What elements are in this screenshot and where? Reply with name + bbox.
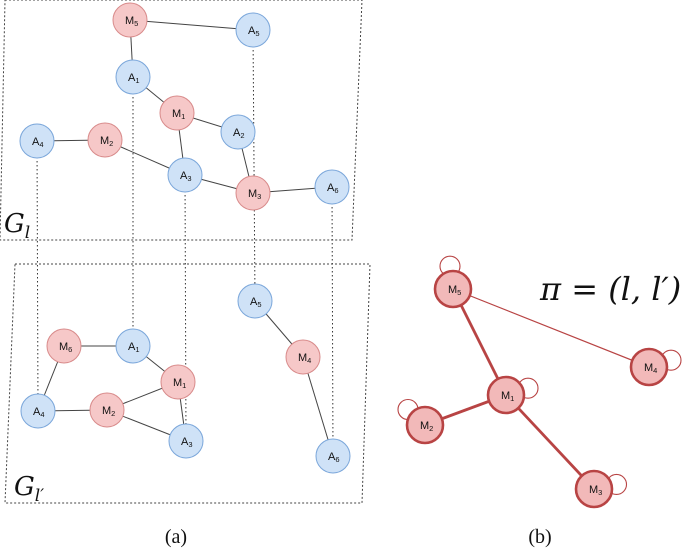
correspondence-a5	[252, 29, 256, 302]
node-circle-t-a6	[314, 169, 350, 205]
node-b-m2: M2	[89, 392, 125, 428]
node-label-q-m5: M5	[448, 284, 461, 297]
node-label-t-a6: A6	[327, 182, 339, 195]
node-b-a5: A5	[237, 283, 273, 319]
correspondence-a4	[36, 140, 39, 412]
node-circle-t-a5	[235, 12, 271, 48]
node-circle-t-m1	[159, 95, 195, 131]
correspondence-a6	[331, 186, 334, 457]
node-q-m5: M5	[433, 269, 473, 309]
node-circle-q-m2	[405, 405, 445, 445]
node-b-a3: A3	[168, 423, 204, 459]
node-q-m1: M1	[486, 375, 526, 415]
node-label-t-a2: A2	[233, 127, 245, 140]
node-q-m4: M4	[629, 347, 669, 387]
node-circle-q-m3	[574, 469, 614, 509]
node-t-m2: M2	[87, 122, 123, 158]
caption-a: (a)	[165, 526, 187, 548]
node-circle-b-a6	[315, 438, 351, 474]
node-label-t-a1: A1	[128, 72, 140, 85]
node-label-t-m2: M2	[100, 135, 113, 148]
node-label-b-a3: A3	[181, 436, 193, 449]
node-circle-b-m1	[160, 364, 196, 400]
edge-t-m5-t-a5	[129, 19, 254, 31]
node-circle-t-m2	[87, 122, 123, 158]
node-b-m1: M1	[160, 364, 196, 400]
node-label-b-a5: A5	[250, 296, 262, 309]
node-b-a4: A4	[20, 393, 56, 429]
node-q-m3: M3	[574, 469, 614, 509]
correspondence-a3	[184, 174, 187, 442]
node-t-a5: A5	[235, 12, 271, 48]
graph-box-top	[0, 0, 363, 241]
quotient-edge-m5-m1	[451, 288, 508, 396]
node-circle-t-a4	[19, 123, 55, 159]
quotient-edge-m1-m3	[504, 394, 596, 490]
node-b-m4: M4	[285, 339, 321, 375]
node-label-q-m4: M4	[644, 362, 657, 375]
node-circle-q-m4	[629, 347, 669, 387]
node-t-a6: A6	[314, 169, 350, 205]
node-circle-b-a1	[115, 328, 151, 364]
caption-b: (b)	[528, 526, 551, 548]
node-circle-t-a1	[115, 59, 151, 95]
node-circle-b-a3	[168, 423, 204, 459]
node-label-b-m1: M1	[173, 377, 186, 390]
node-circle-b-m6	[46, 328, 82, 364]
node-t-a1: A1	[115, 59, 151, 95]
formula-label: π = (l, l′)	[539, 270, 681, 308]
node-t-m1: M1	[159, 95, 195, 131]
node-b-m6: M6	[46, 328, 82, 364]
node-circle-t-a2	[220, 114, 256, 150]
node-label-q-m1: M1	[501, 390, 514, 403]
node-label-b-m6: M6	[59, 341, 72, 354]
node-label-t-m3: M3	[248, 188, 261, 201]
graph-top-label: Gl	[4, 209, 30, 243]
node-t-m3: M3	[235, 175, 271, 211]
node-label-b-a1: A1	[128, 341, 140, 354]
node-label-t-m5: M5	[125, 15, 138, 28]
node-circle-t-a3	[167, 157, 203, 193]
node-label-t-m1: M1	[172, 108, 185, 121]
node-b-a1: A1	[115, 328, 151, 364]
node-circle-b-m2	[89, 392, 125, 428]
node-circle-b-m4	[285, 339, 321, 375]
node-label-t-a5: A5	[248, 25, 260, 38]
node-label-b-m4: M4	[298, 352, 311, 365]
node-label-b-a6: A6	[328, 451, 340, 464]
node-label-q-m3: M3	[589, 484, 602, 497]
node-circle-b-a4	[20, 393, 56, 429]
node-t-a2: A2	[220, 114, 256, 150]
node-circle-t-m3	[235, 175, 271, 211]
node-label-b-a4: A4	[33, 406, 45, 419]
node-label-t-a4: A4	[32, 136, 44, 149]
node-t-a4: A4	[19, 123, 55, 159]
node-label-q-m2: M2	[420, 420, 433, 433]
graph-box-bottom	[4, 263, 371, 504]
node-circle-q-m5	[433, 269, 473, 309]
quotient-edge-m5-m4	[452, 288, 650, 368]
node-q-m2: M2	[405, 405, 445, 445]
node-b-a6: A6	[315, 438, 351, 474]
node-circle-b-a5	[237, 283, 273, 319]
graph-bottom-label: Gl′	[14, 472, 44, 506]
node-circle-q-m1	[486, 375, 526, 415]
node-t-a3: A3	[167, 157, 203, 193]
node-circle-t-m5	[112, 2, 148, 38]
node-label-t-a3: A3	[180, 170, 192, 183]
node-label-b-m2: M2	[102, 405, 115, 418]
node-t-m5: M5	[112, 2, 148, 38]
